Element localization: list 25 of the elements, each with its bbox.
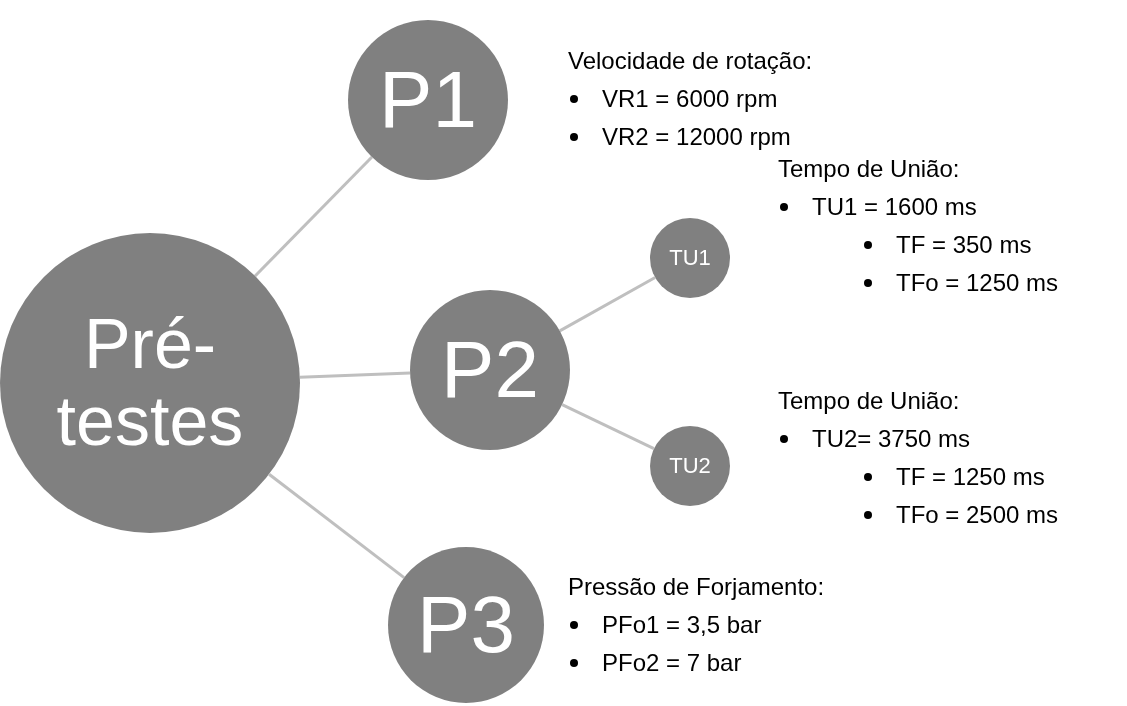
connector-line — [268, 473, 405, 579]
circle-label: TU2 — [669, 453, 711, 479]
connector-line — [254, 156, 373, 278]
connector-line — [299, 371, 411, 379]
connector-line — [561, 403, 655, 451]
list-item: TU2= 3750 ms — [812, 424, 971, 454]
circle-label: P2 — [441, 326, 539, 414]
circle-label: Pré- testes — [55, 306, 245, 460]
circle-label: P1 — [379, 56, 477, 144]
list-item: VR2 = 12000 rpm — [602, 122, 791, 152]
list-heading: Velocidade de rotação: — [568, 46, 813, 76]
list-item: TF = 1250 ms — [896, 462, 1045, 492]
list-heading: Pressão de Forjamento: — [568, 572, 825, 602]
circle-label: TU1 — [669, 245, 711, 271]
list-item: PFo2 = 7 bar — [602, 648, 742, 678]
list-item: VR1 = 6000 rpm — [602, 84, 778, 114]
circle-label: P3 — [417, 581, 515, 669]
list-item: PFo1 = 3,5 bar — [602, 610, 762, 640]
list-heading: Tempo de União: — [778, 154, 960, 184]
list-item: TF = 350 ms — [896, 230, 1032, 260]
list-item: TFo = 2500 ms — [896, 500, 1059, 530]
connector-line — [559, 276, 656, 333]
list-heading: Tempo de União: — [778, 386, 960, 416]
list-item: TFo = 1250 ms — [896, 268, 1059, 298]
list-item: TU1 = 1600 ms — [812, 192, 977, 222]
